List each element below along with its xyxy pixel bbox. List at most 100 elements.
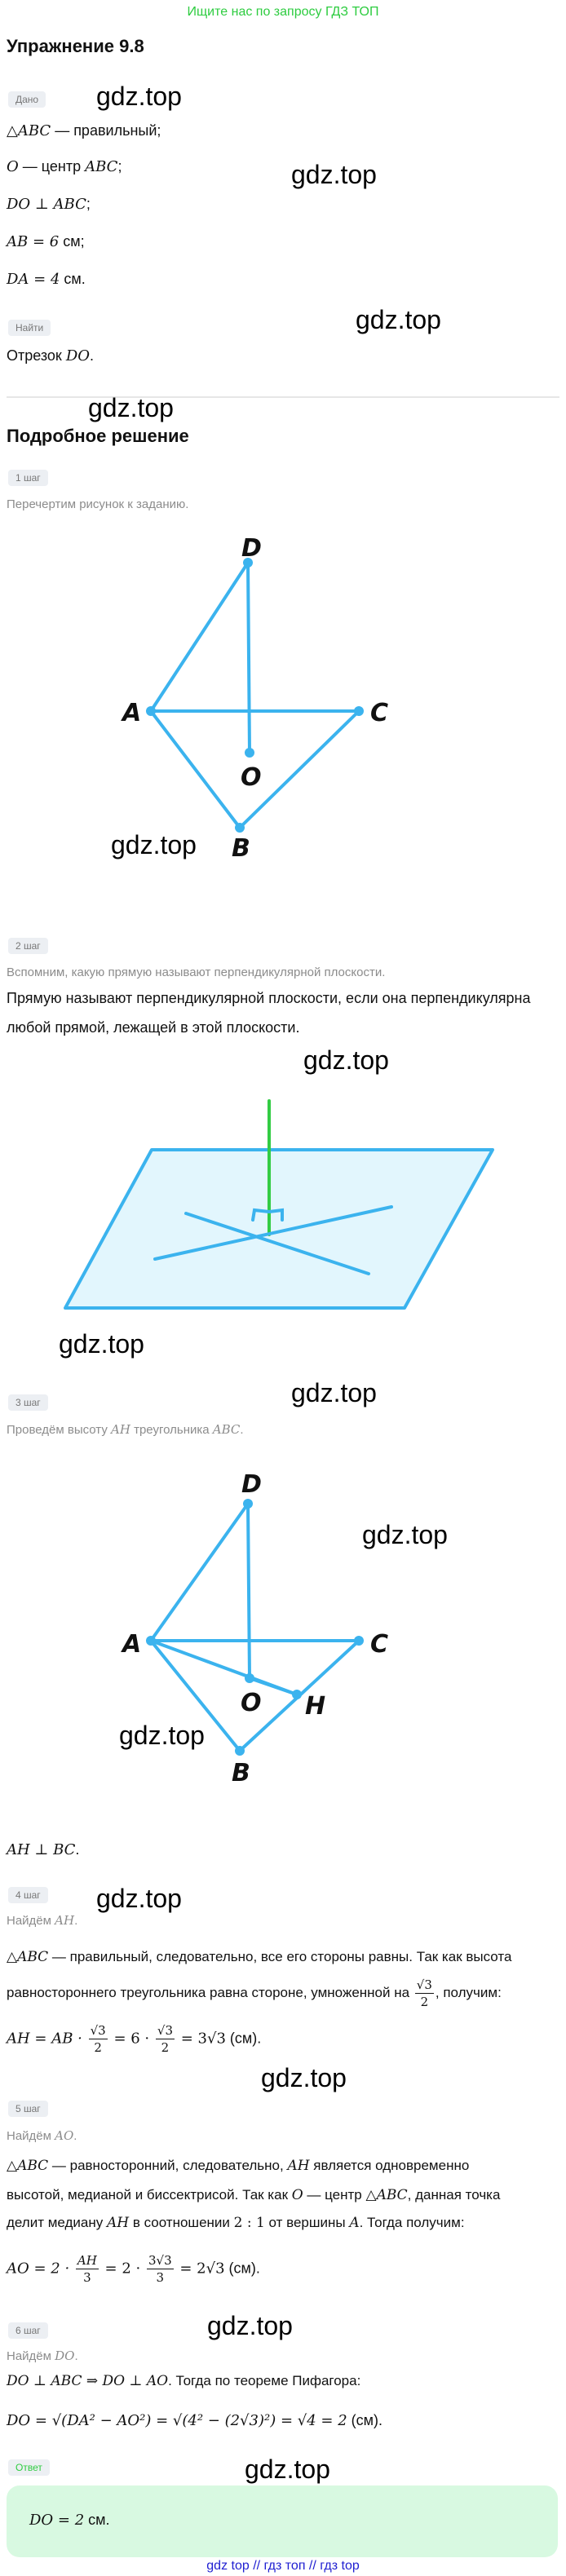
label-O: O bbox=[241, 1689, 262, 1717]
step4-math: △ABC bbox=[7, 1949, 49, 1965]
frac-den: 2 bbox=[94, 2040, 102, 2055]
formula-part: = 2√3 bbox=[175, 2260, 225, 2278]
answer-badge: Ответ bbox=[8, 2459, 50, 2476]
frac-den: 2 bbox=[420, 1995, 429, 2009]
watermark: gdz.top bbox=[207, 2311, 293, 2340]
given-math: ABC bbox=[85, 158, 118, 175]
formula-part: = 3√3 bbox=[176, 2030, 226, 2048]
formula-unit: (см). bbox=[224, 2260, 260, 2277]
given-text: — центр bbox=[18, 158, 86, 175]
solution-title: Подробное решение bbox=[7, 426, 189, 446]
plane-figure bbox=[64, 1099, 494, 1310]
find-line: Отрезок DO. bbox=[7, 347, 94, 365]
step3-result-math: AH ⊥ BC bbox=[7, 1841, 76, 1858]
step4-text: равностороннего треугольника равна сторо… bbox=[7, 1984, 413, 2000]
find-math: DO bbox=[65, 347, 91, 365]
footer-links[interactable]: gdz top // гдз топ // гдз top bbox=[206, 2559, 360, 2573]
answer-math: DO = 2 bbox=[29, 2512, 85, 2529]
given-badge-label: Дано bbox=[8, 91, 46, 108]
watermark: gdz.top bbox=[362, 1520, 448, 1549]
step3-gray-math: ABC bbox=[212, 1422, 241, 1437]
step5-gray-math: AO bbox=[55, 2128, 74, 2143]
watermark: gdz.top bbox=[303, 1045, 389, 1075]
given-line-4: AB = 6 см; bbox=[7, 233, 85, 250]
given-math: DO ⊥ ABC bbox=[7, 196, 86, 213]
step5-text: делит медиану bbox=[7, 2215, 107, 2230]
step5-math: A bbox=[349, 2215, 360, 2231]
answer-text: см. bbox=[84, 2512, 110, 2528]
given-text: ; bbox=[86, 196, 91, 212]
frac-den: 3 bbox=[83, 2270, 91, 2285]
frac-num: √3 bbox=[155, 2023, 175, 2039]
search-banner[interactable]: Ищите нас по запросу ГДЗ ТОП bbox=[187, 5, 379, 19]
watermark: gdz.top bbox=[261, 2063, 347, 2092]
given-math: △ABC bbox=[7, 122, 51, 139]
step3-gray-math: AH bbox=[111, 1422, 130, 1437]
step4-badge: 4 шаг bbox=[8, 1887, 48, 1903]
watermark: gdz.top bbox=[291, 1378, 377, 1407]
given-text: ; bbox=[117, 158, 122, 175]
step-badge-label: 6 шаг bbox=[8, 2322, 48, 2339]
step5-para-1: △ABC — равносторонний, следовательно, AH… bbox=[7, 2158, 469, 2174]
formula-part: = 6 · bbox=[108, 2030, 154, 2048]
find-end: . bbox=[90, 347, 95, 364]
step3-gray-text: Проведём высоту bbox=[7, 1423, 111, 1437]
step2-gray: Вспомним, какую прямую называют перпенди… bbox=[7, 965, 386, 979]
watermark: gdz.top bbox=[111, 830, 197, 859]
formula-part: DO = √(DA² − AO²) = √(4² − (2√3)²) = √4 … bbox=[7, 2412, 347, 2429]
watermark: gdz.top bbox=[88, 393, 174, 422]
frac-num: AH bbox=[75, 2253, 99, 2269]
step5-math: △ABC bbox=[7, 2158, 49, 2174]
step6-gray-math: DO bbox=[55, 2348, 75, 2363]
step6-text: . Тогда по теореме Пифагора: bbox=[168, 2373, 361, 2388]
step4-gray-math: AH bbox=[55, 1913, 75, 1928]
step4-text: , получим: bbox=[435, 1984, 502, 2000]
label-H: H bbox=[305, 1692, 325, 1721]
step6-gray: Найдём DO. bbox=[7, 2348, 78, 2363]
step5-para-3: делит медиану AH в соотношении 2 : 1 от … bbox=[7, 2215, 465, 2231]
formula-unit: (см). bbox=[347, 2412, 383, 2428]
given-math: DA = 4 bbox=[7, 271, 60, 288]
frac-den: 3 bbox=[156, 2270, 165, 2285]
label-B: B bbox=[232, 1759, 250, 1787]
step2-badge: 2 шаг bbox=[8, 938, 48, 954]
frac-num: √3 bbox=[88, 2023, 108, 2039]
step5-gray-text: . bbox=[73, 2129, 77, 2143]
step5-para-2: высотой, медианой и биссектрисой. Так ка… bbox=[7, 2187, 500, 2203]
label-O: O bbox=[241, 763, 262, 792]
answer-box bbox=[7, 2485, 558, 2557]
step5-text: , данная точка bbox=[407, 2187, 501, 2203]
given-line-2: O — центр ABC; bbox=[7, 158, 122, 175]
frac-den: 2 bbox=[161, 2040, 170, 2055]
page-title: Упражнение 9.8 bbox=[7, 36, 144, 56]
given-text: см; bbox=[59, 233, 85, 250]
step5-text: . Тогда получим: bbox=[359, 2215, 465, 2230]
step5-math: O bbox=[291, 2187, 303, 2203]
step-badge-label: 2 шаг bbox=[8, 938, 48, 954]
given-line-3: DO ⊥ ABC; bbox=[7, 196, 91, 213]
step-badge-label: 1 шаг bbox=[8, 470, 48, 486]
watermark: gdz.top bbox=[245, 2454, 330, 2484]
given-text: — правильный; bbox=[51, 122, 161, 139]
formula-part: AH = AB · bbox=[7, 2030, 87, 2048]
formula-part: = 2 · bbox=[99, 2260, 145, 2278]
given-math: AB = 6 bbox=[7, 233, 60, 250]
step-badge-label: 4 шаг bbox=[8, 1887, 48, 1903]
triangle-figure-2: D A C O H B bbox=[121, 1470, 388, 1787]
step5-text: высотой, медианой и биссектрисой. Так ка… bbox=[7, 2187, 292, 2203]
step5-math: AH bbox=[287, 2158, 310, 2174]
label-B: B bbox=[232, 834, 250, 863]
step5-text: — равносторонний, следовательно, bbox=[48, 2158, 288, 2173]
step5-math: △ABC bbox=[365, 2187, 408, 2203]
given-text: см. bbox=[60, 271, 86, 287]
step6-para-1: DO ⊥ ABC ⇒ DO ⊥ AO. Тогда по теореме Пиф… bbox=[7, 2373, 360, 2389]
step5-text: от вершины bbox=[264, 2215, 350, 2230]
step5-math: 2 : 1 bbox=[233, 2215, 265, 2231]
step6-gray-text: . bbox=[74, 2349, 78, 2363]
given-math: O bbox=[7, 158, 19, 175]
step4-gray-text: Найдём bbox=[7, 1914, 55, 1928]
frac-num: √3 bbox=[414, 1977, 434, 1994]
